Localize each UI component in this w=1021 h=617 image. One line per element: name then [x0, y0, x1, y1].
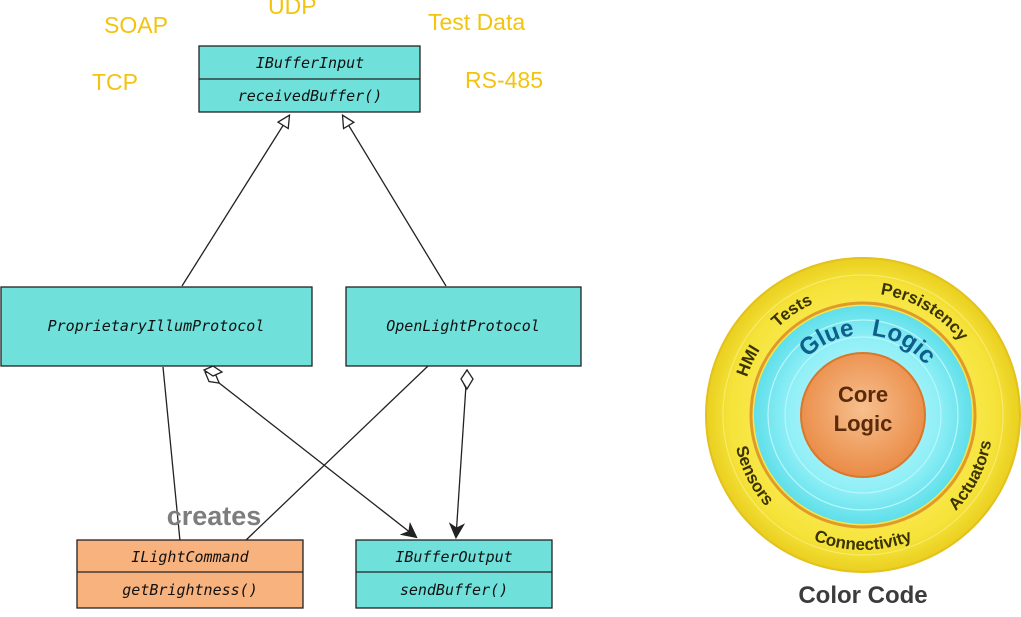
class-box: [76, 539, 304, 609]
class-name: OpenLightProtocol: [386, 317, 540, 335]
label-tcp: TCP: [92, 69, 138, 95]
class-box: [0, 286, 313, 367]
label-soap: SOAP: [104, 12, 168, 38]
aggregation-diamond-openlight: [460, 368, 474, 391]
label-test-data: Test Data: [428, 9, 525, 35]
connectors: [162, 116, 467, 542]
class-proprietary-illum-protocol: ProprietaryIllumProtocol: [0, 286, 313, 367]
label-rs485: RS-485: [465, 67, 543, 93]
creates-label: creates: [167, 501, 262, 531]
core-label-line1: Core: [838, 382, 888, 407]
aggregation-diamond-proprietary: [202, 365, 224, 377]
core-circle: [800, 352, 926, 478]
class-open-light-protocol: OpenLightProtocol: [345, 286, 582, 367]
class-box: [345, 286, 582, 367]
class-name: IBufferInput: [256, 54, 364, 72]
class-name: ProprietaryIllumProtocol: [48, 317, 265, 335]
transport-labels: SOAP UDP Test Data TCP RS-485: [92, 0, 543, 95]
inherit-openlight-input: [343, 116, 447, 287]
class-name: IBufferOutput: [395, 548, 512, 566]
aggregation-openlight-output: [456, 370, 467, 537]
color-code-onion: HMI Tests Persistency Sensors Connectivi…: [705, 257, 1021, 609]
class-name: ILightCommand: [131, 548, 249, 566]
class-ilight-command: ILightCommand getBrightness(): [76, 539, 304, 609]
class-method: sendBuffer(): [400, 581, 508, 599]
label-udp: UDP: [268, 0, 317, 19]
onion-caption: Color Code: [798, 582, 927, 609]
class-ibuffer-output: IBufferOutput sendBuffer(): [355, 539, 553, 609]
class-ibuffer-input: IBufferInput receivedBuffer(): [198, 45, 421, 113]
class-method: getBrightness(): [122, 581, 257, 599]
creates-line-proprietary: [162, 366, 181, 542]
inherit-proprietary-input: [181, 116, 289, 287]
class-method: receivedBuffer(): [238, 87, 383, 105]
aggregation-proprietary-output: [205, 372, 416, 537]
creates-line-openlight: [244, 365, 429, 542]
class-box: [355, 539, 553, 609]
core-label-line2: Logic: [834, 411, 893, 436]
ring-separator: [749, 301, 977, 529]
